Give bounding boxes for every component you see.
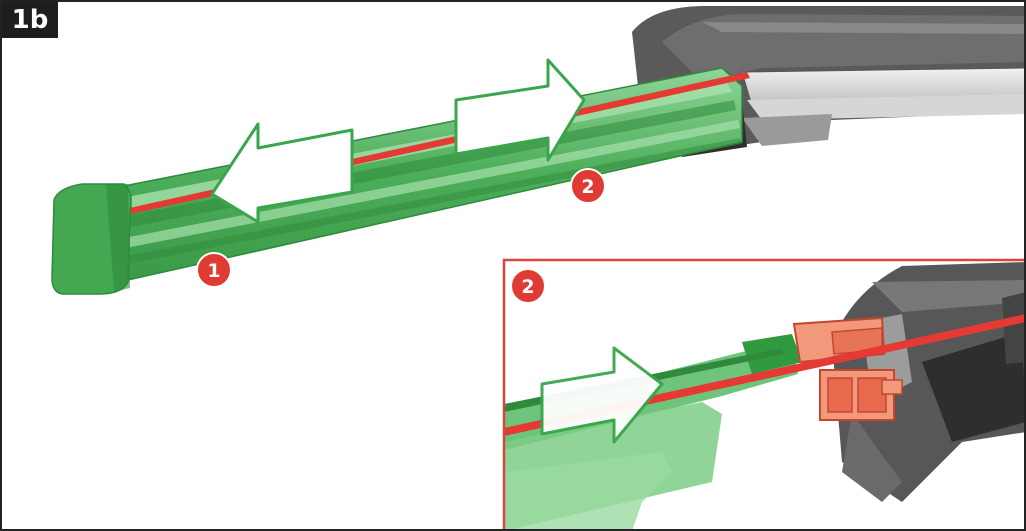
- callout-1-label: 1: [207, 260, 220, 282]
- inset-callout-2-label: 2: [521, 276, 534, 298]
- connector-lower: [819, 369, 903, 421]
- inset-border: [502, 258, 1024, 529]
- arrow-left-outline: [210, 122, 354, 224]
- inset-callout-2: 2: [510, 268, 546, 304]
- inset-detail: 2: [502, 258, 1024, 529]
- callout-1: 1: [196, 252, 232, 288]
- step-label: 1b: [2, 2, 58, 38]
- callout-2-label: 2: [581, 176, 594, 198]
- arrow-right-outline: [454, 58, 586, 162]
- inset-arrow-right: [540, 346, 664, 444]
- callout-2: 2: [570, 168, 606, 204]
